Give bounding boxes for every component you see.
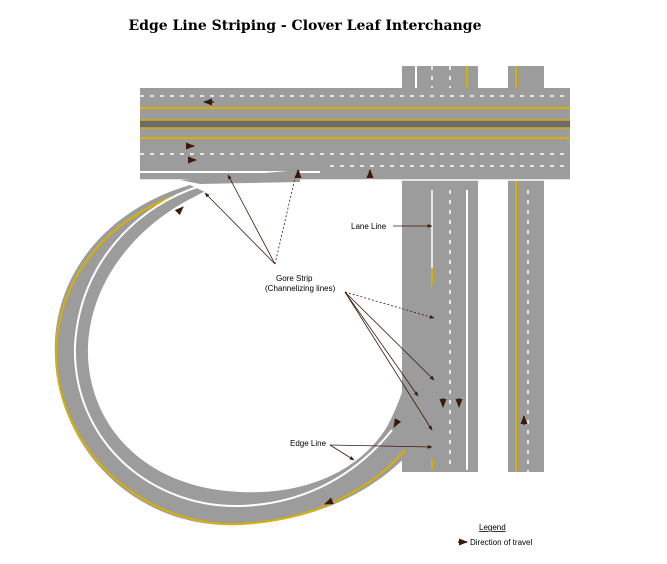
legend-item-label: Direction of travel xyxy=(470,538,532,547)
legend: Legend Direction of travel xyxy=(458,523,532,547)
diagram-title: Edge Line Striping - Clover Leaf Interch… xyxy=(128,18,482,34)
legend-title: Legend xyxy=(479,523,506,532)
direction-arrows xyxy=(174,98,528,505)
lane-line-label: Lane Line xyxy=(351,222,387,231)
edge-line-label: Edge Line xyxy=(290,439,327,448)
channelizing-lines-label: (Channelizing lines) xyxy=(265,284,336,293)
callout-leaders xyxy=(204,174,435,461)
gore-strip-label: Gore Strip xyxy=(276,274,313,283)
